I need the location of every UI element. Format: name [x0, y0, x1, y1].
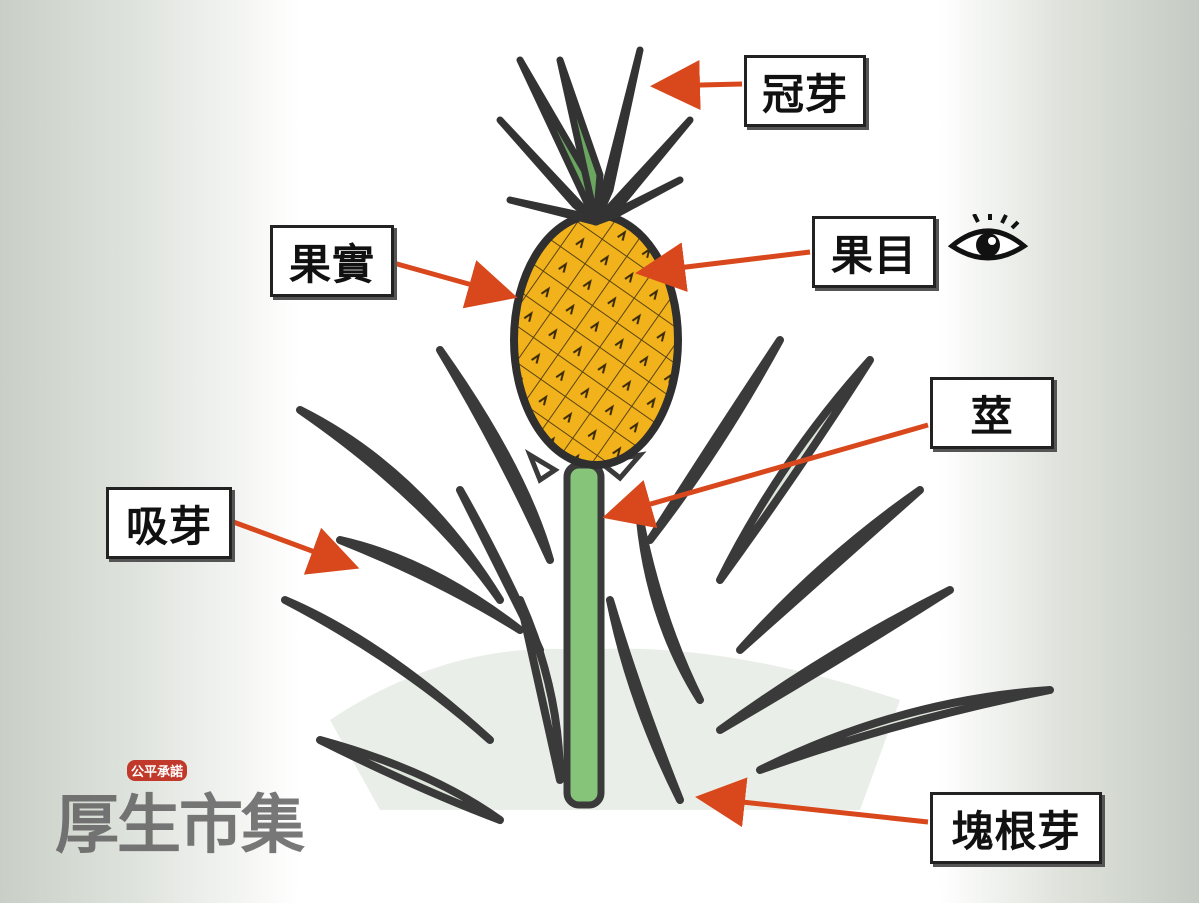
brand-logo: 公平承諾 厚生市集 — [55, 760, 315, 870]
leaf — [716, 356, 874, 584]
leaf — [736, 486, 924, 654]
leaves — [281, 336, 1054, 824]
right-photo-background — [939, 0, 1199, 903]
arrow-root — [695, 777, 929, 828]
logo-wordmark: 厚生市集 — [55, 788, 305, 863]
leaf — [646, 336, 784, 544]
left-photo-background — [0, 0, 300, 903]
leaf — [716, 586, 954, 734]
label-root-sucker: 塊根芽 — [930, 792, 1102, 864]
label-fruit-eye: 果目 — [812, 216, 936, 288]
leaf — [756, 686, 1054, 774]
eye-icon — [948, 214, 1028, 261]
leaf — [436, 346, 554, 564]
leaf — [316, 736, 504, 824]
crown — [496, 46, 694, 226]
label-fruit: 果實 — [270, 225, 394, 297]
fruit-body — [510, 211, 682, 469]
arrow-eye — [635, 242, 811, 293]
leaf — [636, 516, 704, 704]
arrow-sucker — [227, 517, 360, 575]
label-stem: 莖 — [930, 377, 1054, 449]
label-crown: 冠芽 — [744, 55, 866, 127]
leaf — [516, 596, 564, 784]
leaf — [606, 596, 684, 804]
label-sucker: 吸芽 — [106, 487, 232, 559]
logo-tagline: 公平承諾 — [127, 760, 188, 781]
stem — [563, 461, 605, 809]
leaf — [336, 536, 524, 634]
callout-arrows — [227, 60, 929, 828]
arrow-fruit — [389, 259, 518, 309]
arrow-crown — [650, 60, 743, 111]
arrow-stem — [602, 422, 929, 529]
leaf — [281, 596, 494, 744]
leaf — [296, 406, 504, 604]
